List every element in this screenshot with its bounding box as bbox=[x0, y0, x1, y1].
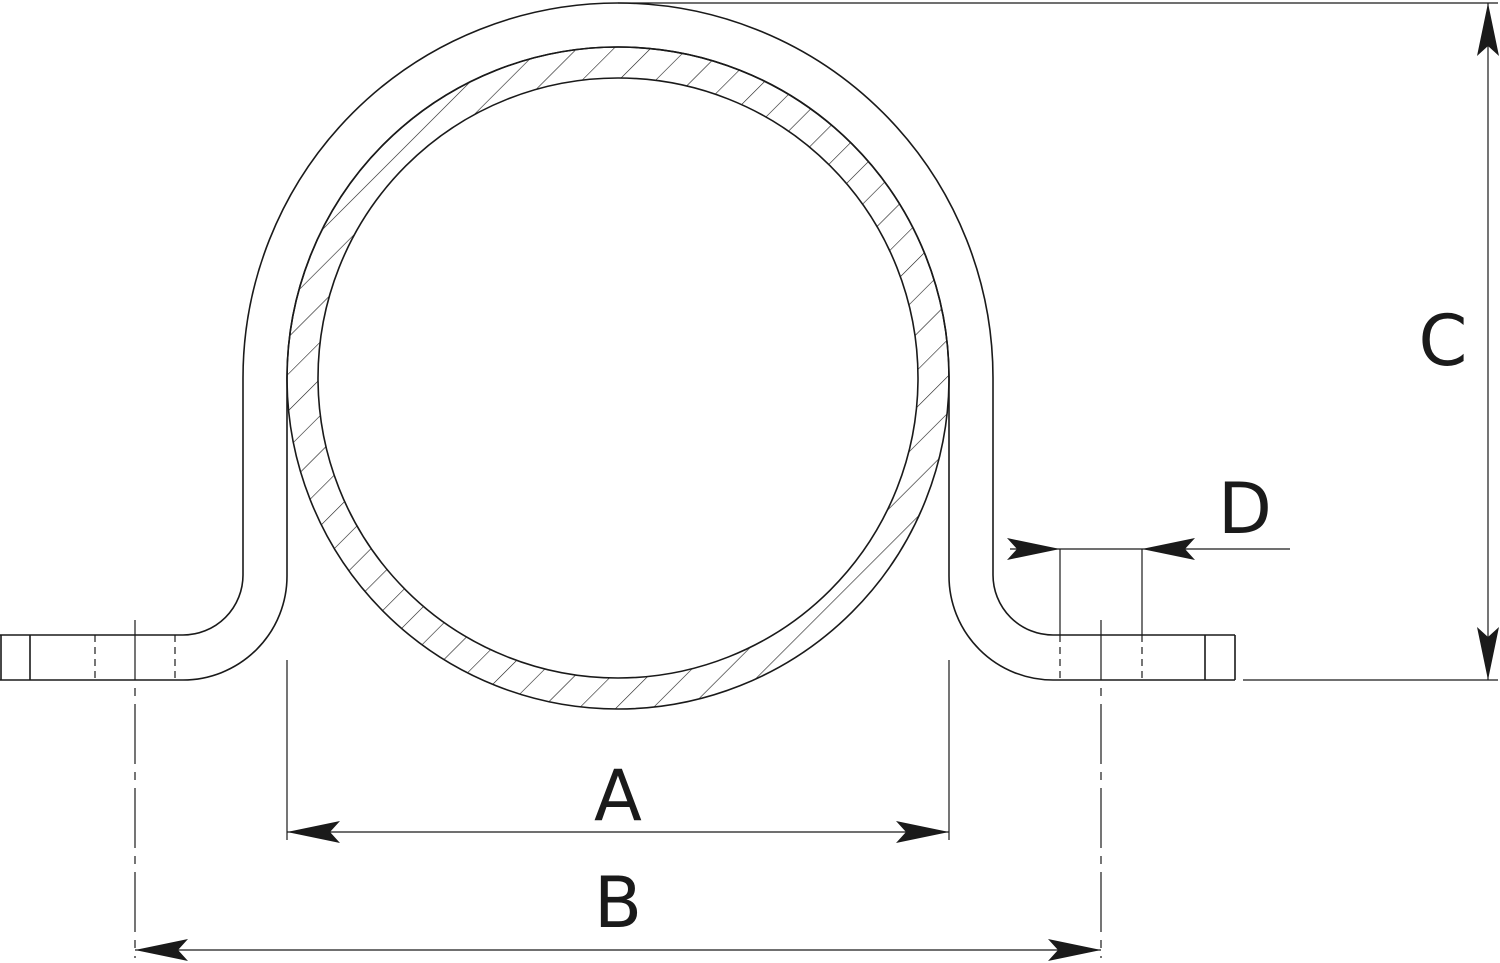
dimension-b: B bbox=[135, 862, 1101, 961]
clamp-outer-edge bbox=[0, 2, 1235, 636]
dimension-label-a: A bbox=[594, 755, 642, 837]
arrowhead-icon bbox=[287, 821, 340, 843]
arrowhead-icon bbox=[896, 821, 949, 843]
dimension-label-c: C bbox=[1419, 300, 1468, 382]
arrowhead-icon bbox=[1048, 939, 1101, 961]
arrowhead-icon bbox=[1477, 3, 1499, 56]
clamp-inner-edge bbox=[0, 46, 1235, 681]
pipe-section bbox=[286, 46, 950, 710]
pipe-wall-hatching bbox=[287, 47, 949, 709]
arrowhead-icon bbox=[1142, 538, 1195, 560]
arrowhead-icon bbox=[1007, 538, 1060, 560]
dimension-a: A bbox=[286, 660, 950, 843]
dimension-d: D bbox=[1007, 468, 1290, 635]
dimension-label-b: B bbox=[594, 862, 642, 944]
dimension-label-d: D bbox=[1218, 468, 1272, 550]
pipe-inner-circle bbox=[317, 77, 919, 679]
arrowhead-icon bbox=[1477, 627, 1499, 680]
dimension-c: C bbox=[618, 2, 1499, 681]
arrowhead-icon bbox=[135, 939, 188, 961]
